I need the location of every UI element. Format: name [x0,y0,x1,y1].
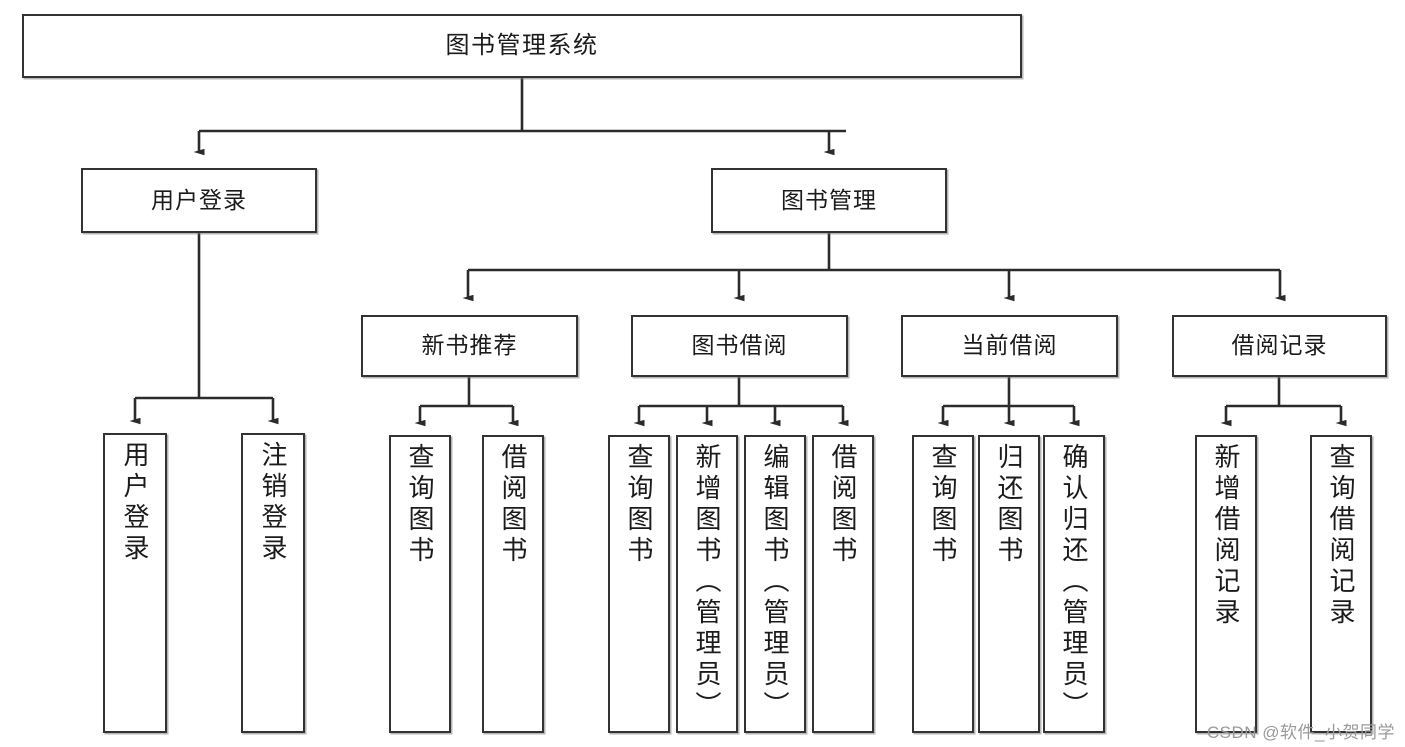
node-current-borrow-label: 当前借阅 [961,332,1058,359]
node-new-book-recommend[interactable]: 新书推荐 [361,315,578,377]
node-user-login[interactable]: 用户登录 [81,168,317,233]
node-leaf-query-book-1[interactable]: 查询图书 [389,435,451,733]
node-leaf-query-borrow-record[interactable]: 查询借阅记录 [1310,435,1372,733]
node-current-borrow[interactable]: 当前借阅 [901,315,1118,377]
node-leaf-edit-book-admin-label: 编辑图书（管理员） [760,443,790,722]
node-root[interactable]: 图书管理系统 [22,14,1022,78]
node-book-borrow-label: 图书借阅 [691,332,788,359]
node-leaf-return-book-label: 归还图书 [994,443,1024,567]
node-leaf-add-borrow-record[interactable]: 新增借阅记录 [1195,435,1257,733]
node-book-management-label: 图书管理 [781,186,877,213]
node-leaf-add-borrow-record-label: 新增借阅记录 [1211,443,1241,629]
node-user-login-label: 用户登录 [151,186,247,213]
node-leaf-confirm-return-admin[interactable]: 确认归还（管理员） [1043,435,1105,733]
node-leaf-user-login[interactable]: 用户登录 [103,433,167,733]
node-leaf-borrow-book-1-label: 借阅图书 [498,443,528,567]
node-leaf-return-book[interactable]: 归还图书 [978,435,1040,733]
node-borrow-record-label: 借阅记录 [1231,332,1328,359]
node-leaf-edit-book-admin[interactable]: 编辑图书（管理员） [744,435,806,733]
watermark: CSDN @软件_小贺同学 [1206,723,1395,742]
node-borrow-record[interactable]: 借阅记录 [1172,315,1387,377]
node-leaf-borrow-book-2[interactable]: 借阅图书 [812,435,874,733]
node-leaf-add-book-admin-label: 新增图书（管理员） [692,443,722,722]
node-leaf-query-book-2-label: 查询图书 [624,443,654,567]
node-leaf-logout-login[interactable]: 注销登录 [241,433,305,733]
node-leaf-query-book-1-label: 查询图书 [405,443,435,567]
node-leaf-query-book-3[interactable]: 查询图书 [912,435,974,733]
node-leaf-add-book-admin[interactable]: 新增图书（管理员） [676,435,738,733]
node-leaf-query-book-3-label: 查询图书 [928,443,958,567]
node-leaf-borrow-book-1[interactable]: 借阅图书 [482,435,544,733]
node-leaf-borrow-book-2-label: 借阅图书 [828,443,858,567]
node-leaf-query-book-2[interactable]: 查询图书 [608,435,670,733]
node-leaf-query-borrow-record-label: 查询借阅记录 [1326,443,1356,629]
node-leaf-logout-login-label: 注销登录 [258,441,288,565]
node-leaf-user-login-label: 用户登录 [120,441,150,565]
node-book-management[interactable]: 图书管理 [711,168,947,233]
node-new-book-recommend-label: 新书推荐 [421,332,518,359]
node-book-borrow[interactable]: 图书借阅 [631,315,848,377]
node-root-label: 图书管理系统 [445,31,599,59]
node-leaf-confirm-return-admin-label: 确认归还（管理员） [1059,443,1089,722]
